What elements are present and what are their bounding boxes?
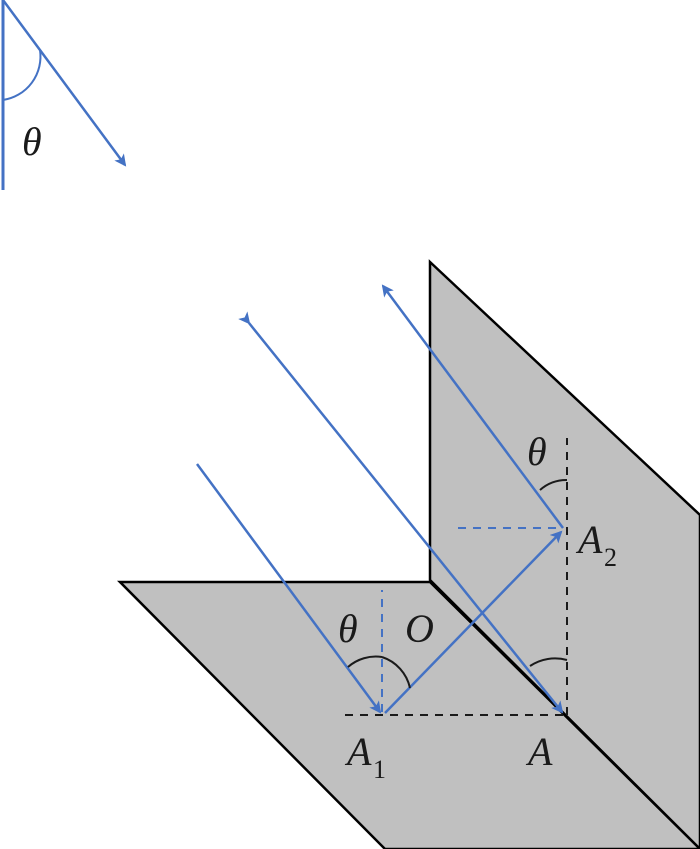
- ray-to-a: [238, 311, 564, 714]
- theta-wall-label: θ: [527, 429, 547, 474]
- point-a2-label: A: [575, 517, 603, 562]
- angle-arcs: [347, 478, 568, 689]
- point-a2-subscript: 2: [604, 543, 617, 572]
- point-a1-label: A: [344, 729, 372, 774]
- legend-angle-arc: [2, 49, 42, 101]
- angle-arc-floor-incident: [347, 655, 383, 668]
- theta-floor-label: θ: [338, 606, 358, 651]
- angle-arc-at-a: [529, 657, 568, 667]
- angle-arc-floor-reflected: [381, 656, 411, 689]
- rays: [195, 284, 565, 714]
- point-o-label: O: [405, 606, 434, 651]
- angle-arc-wall-a2: [539, 478, 568, 491]
- legend-direction: θ: [1, 0, 127, 190]
- construction-lines: [345, 438, 568, 716]
- legend-incident-arrow: [1, 0, 127, 167]
- legend-theta-label: θ: [22, 119, 42, 164]
- point-a-label: A: [525, 729, 553, 774]
- point-a1-subscript: 1: [373, 755, 386, 784]
